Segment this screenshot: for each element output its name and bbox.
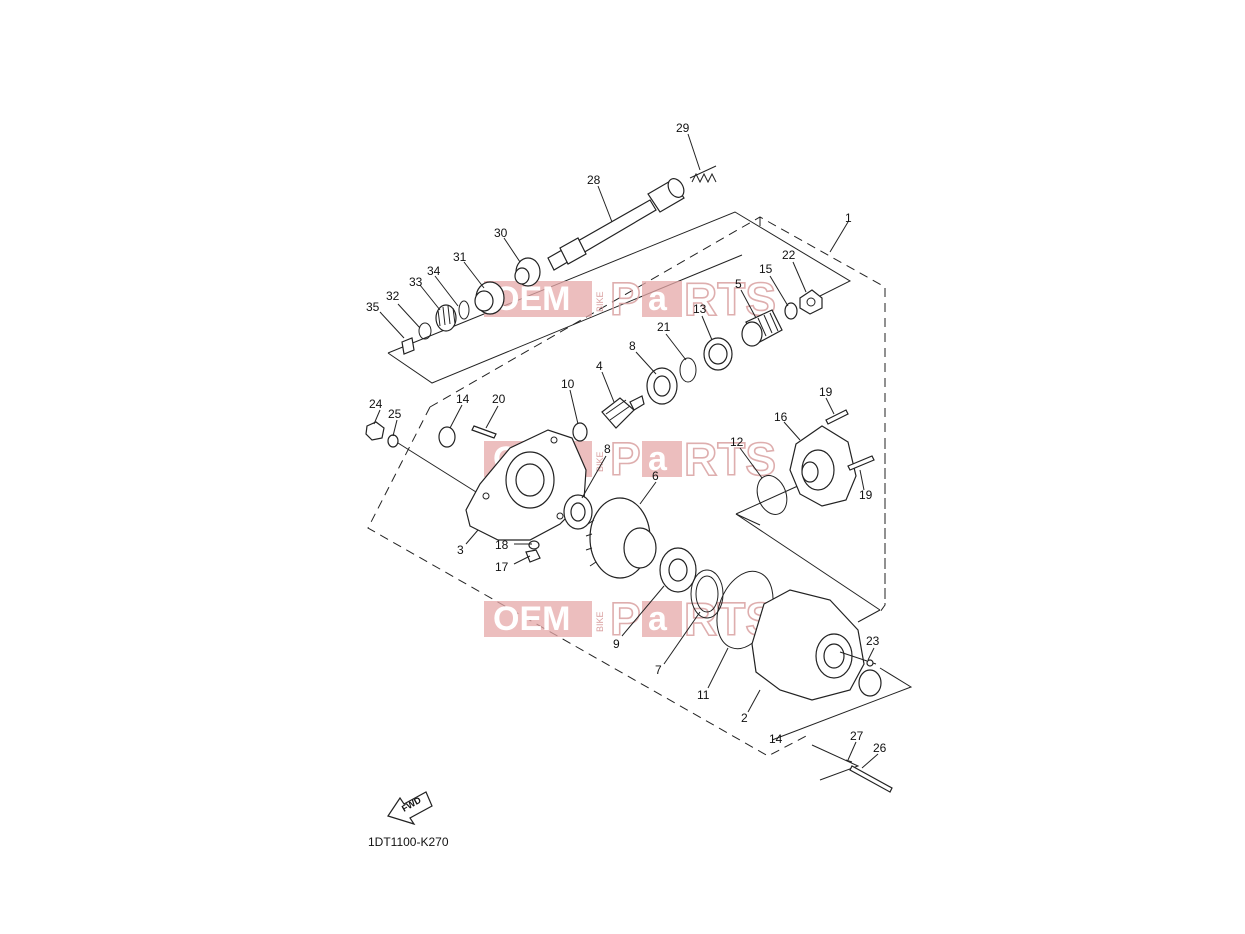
part-9-bearing [659, 547, 697, 593]
watermark-bottom: OEM BIKE P a RTS [484, 592, 777, 646]
diagram-code: 1DT1100-K270 [368, 835, 449, 849]
svg-text:BIKE: BIKE [595, 611, 605, 632]
part-21-circlip [679, 357, 697, 383]
callout-35: 35 [366, 300, 380, 314]
callout-34: 34 [427, 264, 441, 278]
callout-2: 2 [741, 711, 748, 725]
part-22-nut [799, 289, 823, 315]
callout-8-upper: 8 [629, 339, 636, 353]
svg-text:a: a [648, 440, 668, 478]
callout-24: 24 [369, 397, 383, 411]
callout-4: 4 [596, 359, 603, 373]
part-25-washer [387, 434, 399, 448]
part-24-nut [365, 421, 385, 441]
part-6-ring-gear [585, 497, 657, 579]
part-19-bolt-lower [847, 455, 875, 471]
callout-16: 16 [774, 410, 788, 424]
callout-12: 12 [730, 435, 744, 449]
callout-6: 6 [652, 469, 659, 483]
part-19-bolt-upper [825, 409, 849, 425]
callout-9: 9 [613, 637, 620, 651]
svg-text:OEM: OEM [493, 600, 570, 638]
callout-3: 3 [457, 543, 464, 557]
part-14-oil-seal-left [438, 426, 456, 448]
callout-22: 22 [782, 248, 796, 262]
callout-19-upper: 19 [819, 385, 833, 399]
part-4-pinion-gear [601, 395, 645, 429]
callout-5: 5 [735, 277, 742, 291]
part-29-spring [689, 165, 717, 184]
callout-23: 23 [866, 634, 880, 648]
callout-14-upper: 14 [456, 392, 470, 406]
part-8-bearing-lower [563, 494, 593, 530]
callout-19-lower: 19 [859, 488, 873, 502]
part-12-o-ring [756, 475, 788, 515]
callout-17: 17 [495, 560, 509, 574]
leader-lines [373, 133, 879, 769]
svg-text:BIKE: BIKE [595, 451, 605, 472]
fwd-arrow-icon: FWD [387, 791, 433, 826]
callout-32: 32 [386, 289, 400, 303]
svg-text:a: a [648, 280, 668, 318]
svg-text:P: P [610, 273, 641, 325]
callout-27: 27 [850, 729, 864, 743]
callout-7: 7 [655, 663, 662, 677]
part-30-bearing [514, 257, 541, 287]
callout-18: 18 [495, 538, 509, 552]
watermark-top: OEM BIKE P a RTS [484, 272, 777, 326]
part-16-cover [789, 425, 857, 507]
callout-8-lower: 8 [604, 442, 611, 456]
callout-29: 29 [676, 121, 690, 135]
callout-10: 10 [561, 377, 575, 391]
part-35-plug [401, 337, 415, 355]
callout-14-lower: 14 [769, 732, 783, 746]
part-3-gear-case [465, 429, 587, 541]
callout-21: 21 [657, 320, 671, 334]
callout-labels: 29 28 1 30 22 31 34 15 33 5 32 35 13 21 … [366, 121, 887, 755]
callout-33: 33 [409, 275, 423, 289]
svg-text:OEM: OEM [493, 280, 570, 318]
svg-text:a: a [648, 600, 668, 638]
part-18-washer [528, 540, 540, 550]
callout-26: 26 [873, 741, 887, 755]
part-20-bolt [471, 425, 497, 439]
part-32-ring [418, 322, 432, 340]
callout-20: 20 [492, 392, 506, 406]
part-34-circlip [458, 300, 470, 320]
part-28-drive-shaft [547, 178, 685, 271]
part-2-final-housing [751, 589, 865, 701]
callout-31: 31 [453, 250, 467, 264]
part-8-bearing-upper [646, 367, 678, 405]
part-27-cotter-pin [845, 759, 853, 763]
assembly-boundary [367, 216, 886, 757]
callout-1: 1 [845, 211, 852, 225]
part-14-oil-seal-right [858, 669, 882, 697]
svg-text:P: P [610, 433, 641, 485]
part-10-bearing-small [572, 422, 588, 442]
part-7-shim [690, 569, 724, 619]
part-15-washer [784, 302, 798, 320]
callout-15: 15 [759, 262, 773, 276]
part-5-coupling-gear [741, 309, 783, 347]
part-31-seal [474, 281, 505, 315]
callout-13: 13 [693, 302, 707, 316]
callout-11: 11 [697, 688, 710, 702]
callout-30: 30 [494, 226, 508, 240]
callout-25: 25 [388, 407, 402, 421]
part-23-bolt [839, 651, 877, 667]
part-33-needle-bearing [435, 304, 457, 332]
part-13-oil-seal [703, 337, 733, 371]
part-26-pin [849, 765, 893, 793]
svg-text:BIKE: BIKE [595, 291, 605, 312]
part-17-drain-bolt [525, 549, 541, 563]
callout-28: 28 [587, 173, 601, 187]
